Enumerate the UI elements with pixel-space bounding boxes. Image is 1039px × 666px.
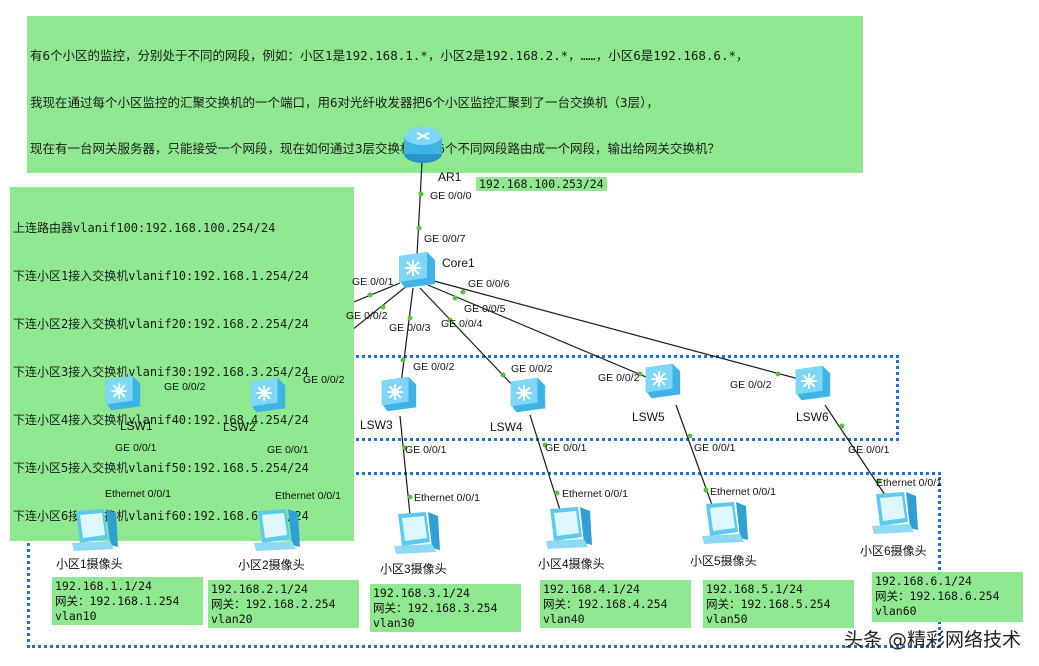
switch-name: LSW6 xyxy=(796,410,829,424)
core-port-5: GE 0/0/5 xyxy=(464,303,506,315)
question-line-3: 现在有一台网关服务器，只能接受一个网段，现在如何通过3层交换机，把6个不同网段路… xyxy=(30,141,721,156)
link-lsw3-pc3 xyxy=(399,415,411,516)
switch-icon[interactable] xyxy=(376,374,420,414)
core-uplink-port: GE 0/0/7 xyxy=(424,233,466,245)
switch-up-port: GE 0/0/2 xyxy=(598,372,640,384)
core-port-1: GE 0/0/1 xyxy=(352,276,394,288)
camera-port: Ethernet 0/0/1 xyxy=(562,488,628,500)
switch-icon[interactable] xyxy=(245,375,289,415)
question-line-2: 我现在通过每个小区监控的汇聚交换机的一个端口，用6对光纤收发器把6个小区监控汇聚… xyxy=(30,94,659,110)
pc-icon[interactable] xyxy=(696,500,750,546)
camera-info-box: 192.168.6.1/24 网关：192.168.6.254 vlan60 xyxy=(872,572,1023,622)
switch-up-port: GE 0/0/2 xyxy=(413,361,455,373)
camera-info-box: 192.168.4.1/24 网关：192.168.4.254 vlan40 xyxy=(540,580,691,628)
core-port-2: GE 0/0/2 xyxy=(346,310,388,322)
pc-icon[interactable] xyxy=(540,505,594,551)
switch-up-port: GE 0/0/2 xyxy=(303,374,345,386)
link-lsw4-pc4 xyxy=(529,414,561,511)
core-port-3: GE 0/0/3 xyxy=(389,322,431,334)
core-port-4: GE 0/0/4 xyxy=(441,318,483,330)
core-config-line: 下连小区2接入交换机vlanif20:192.168.2.254/24 xyxy=(13,317,309,331)
camera-gateway: 网关：192.168.2.254 xyxy=(211,597,336,611)
router-port-label: GE 0/0/0 xyxy=(430,190,472,202)
switch-icon[interactable] xyxy=(505,375,549,415)
pc-icon[interactable] xyxy=(866,490,920,536)
router-name: AR1 xyxy=(438,170,462,184)
core-config-line: 下连小区5接入交换机vlanif50:192.168.5.254/24 xyxy=(13,461,309,475)
camera-vlan: vlan30 xyxy=(373,616,415,630)
pc-icon[interactable] xyxy=(388,510,442,556)
camera-ip: 192.168.2.1/24 xyxy=(211,582,308,596)
camera-vlan: vlan40 xyxy=(543,612,585,626)
switch-name: LSW2 xyxy=(223,420,256,434)
switch-down-port: GE 0/0/1 xyxy=(694,442,736,454)
switch-name: LSW4 xyxy=(490,420,523,434)
router-ip-label: 192.168.100.253/24 xyxy=(476,177,607,191)
switch-up-port: GE 0/0/2 xyxy=(511,363,553,375)
switch-icon[interactable] xyxy=(640,361,684,401)
core-switch-icon[interactable] xyxy=(393,250,439,290)
camera-name: 小区3摄像头 xyxy=(380,562,447,576)
link-core1-lsw6 xyxy=(433,280,811,383)
switch-down-port: GE 0/0/1 xyxy=(545,442,587,454)
core-config-line: 下连小区1接入交换机vlanif10:192.168.1.254/24 xyxy=(13,269,309,283)
question-line-1: 有6个小区的监控，分别处于不同的网段，例如：小区1是192.168.1.*，小区… xyxy=(30,48,749,63)
camera-info-box: 192.168.3.1/24 网关：192.168.3.254 vlan30 xyxy=(370,584,521,632)
camera-gateway: 网关：192.168.6.254 xyxy=(875,589,1000,603)
camera-info-box: 192.168.2.1/24 网关：192.168.2.254 vlan20 xyxy=(208,580,359,628)
camera-group-container xyxy=(27,472,941,648)
camera-name: 小区6摄像头 xyxy=(860,544,927,558)
camera-vlan: vlan10 xyxy=(55,609,97,623)
pc-icon[interactable] xyxy=(66,507,120,553)
camera-ip: 192.168.5.1/24 xyxy=(706,582,803,596)
camera-vlan: vlan50 xyxy=(706,612,748,626)
camera-port: Ethernet 0/0/1 xyxy=(876,477,942,489)
camera-gateway: 网关：192.168.4.254 xyxy=(543,597,668,611)
link-core1-lsw3 xyxy=(399,287,414,393)
switch-down-port: GE 0/0/1 xyxy=(848,444,890,456)
core-config-line: 上连路由器vlanif100:192.168.100.254/24 xyxy=(13,221,276,235)
router-icon[interactable] xyxy=(401,124,445,168)
camera-vlan: vlan20 xyxy=(211,612,253,626)
question-box: 有6个小区的监控，分别处于不同的网段，例如：小区1是192.168.1.*，小区… xyxy=(27,16,863,173)
switch-icon[interactable] xyxy=(100,373,144,413)
pc-icon[interactable] xyxy=(248,507,302,553)
watermark: 头条 @精彩网络技术 xyxy=(843,629,1021,651)
camera-port: Ethernet 0/0/1 xyxy=(105,488,171,500)
switch-up-port: GE 0/0/2 xyxy=(164,381,206,393)
camera-info-box: 192.168.5.1/24 网关：192.168.5.254 vlan50 xyxy=(703,580,854,628)
camera-gateway: 网关：192.168.1.254 xyxy=(55,594,180,608)
camera-port: Ethernet 0/0/1 xyxy=(275,490,341,502)
link-ar1-core1 xyxy=(416,161,423,256)
camera-ip: 192.168.6.1/24 xyxy=(875,574,972,588)
camera-ip: 192.168.1.1/24 xyxy=(55,579,152,593)
core-config-line: 下连小区3接入交换机vlanif30:192.168.3.254/24 xyxy=(13,365,309,379)
switch-down-port: GE 0/0/1 xyxy=(267,444,309,456)
switch-down-port: GE 0/0/1 xyxy=(115,442,157,454)
camera-name: 小区2摄像头 xyxy=(238,558,305,572)
camera-name: 小区5摄像头 xyxy=(690,554,757,568)
camera-ip: 192.168.3.1/24 xyxy=(373,586,470,600)
camera-port: Ethernet 0/0/1 xyxy=(710,486,776,498)
camera-gateway: 网关：192.168.5.254 xyxy=(706,597,831,611)
camera-name: 小区4摄像头 xyxy=(538,557,605,571)
link-lsw6-pc6 xyxy=(824,404,886,496)
core-config-box: 上连路由器vlanif100:192.168.100.254/24 下连小区1接… xyxy=(10,187,354,541)
switch-down-port: GE 0/0/1 xyxy=(405,444,447,456)
switch-up-port: GE 0/0/2 xyxy=(730,379,772,391)
core-port-6: GE 0/0/6 xyxy=(468,278,510,290)
link-core1-lsw5 xyxy=(427,284,659,383)
switch-name: LSW3 xyxy=(360,418,393,432)
camera-port: Ethernet 0/0/1 xyxy=(414,492,480,504)
core-name: Core1 xyxy=(442,256,475,270)
switch-name: LSW1 xyxy=(120,419,153,433)
camera-name: 小区1摄像头 xyxy=(56,557,123,571)
switch-icon[interactable] xyxy=(790,363,834,403)
camera-gateway: 网关：192.168.3.254 xyxy=(373,601,498,615)
switch-name: LSW5 xyxy=(632,410,665,424)
core-config-line: 下连小区4接入交换机vlanif40:192.168.4.254/24 xyxy=(13,413,309,427)
camera-vlan: vlan60 xyxy=(875,604,917,618)
camera-ip: 192.168.4.1/24 xyxy=(543,582,640,596)
camera-info-box: 192.168.1.1/24 网关：192.168.1.254 vlan10 xyxy=(52,577,203,625)
